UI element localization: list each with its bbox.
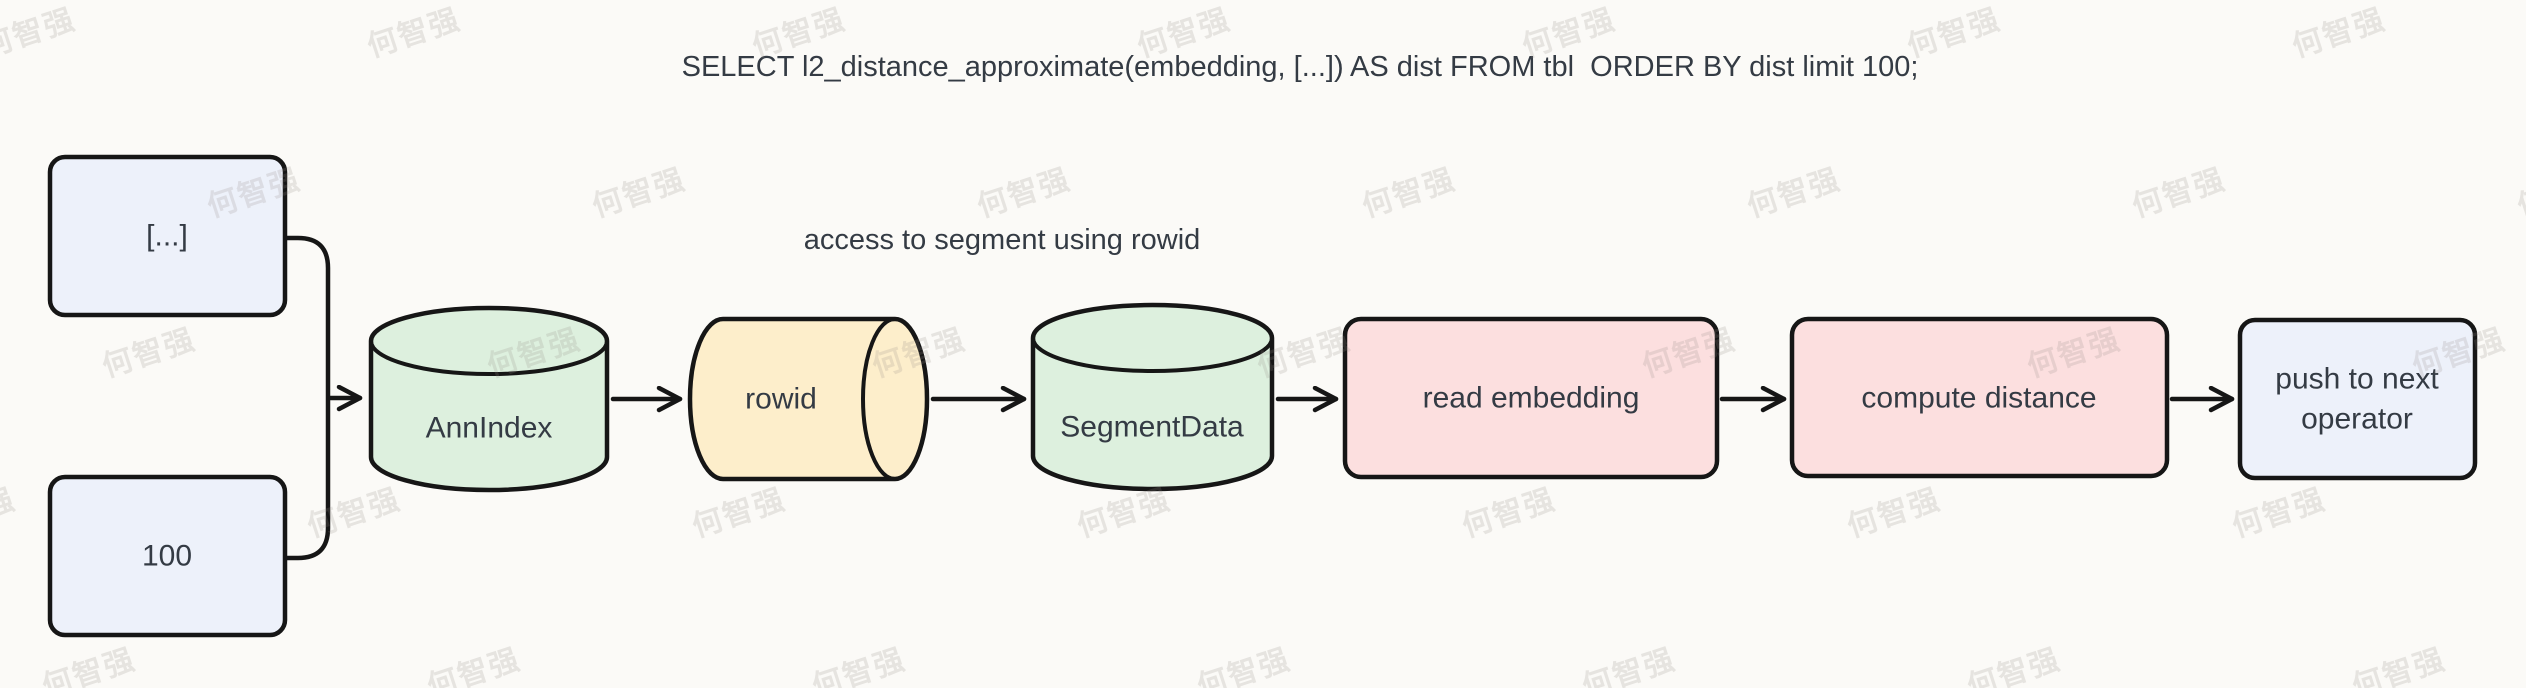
node-push-next-operator-label-line1: push to next — [2275, 363, 2439, 396]
node-query-vector-label: [...] — [146, 220, 188, 253]
node-read-embedding — [1342, 316, 1720, 480]
node-query-vector — [47, 154, 288, 318]
cylinder-rim — [861, 317, 896, 481]
node-rowid: rowid — [687, 316, 930, 482]
node-read-embedding-label: read embedding — [1423, 382, 1640, 415]
node-rowid-label: rowid — [745, 383, 817, 416]
node-ann-index-label: AnnIndex — [426, 412, 553, 445]
node-compute-distance — [1789, 316, 2170, 479]
node-push-next-operator: push to next operator — [2237, 317, 2478, 481]
edge-inputs-merge-bracket — [282, 235, 331, 561]
node-segment-data-label: SegmentData — [1060, 411, 1244, 444]
node-limit-100 — [47, 474, 288, 638]
node-compute-distance-label: compute distance — [1861, 382, 2096, 415]
node-push-next-operator-label-line2: operator — [2301, 403, 2413, 436]
node-ann-index: AnnIndex — [368, 305, 610, 493]
node-segment-data: SegmentData — [1030, 302, 1275, 492]
node-limit-100-label: 100 — [142, 540, 192, 573]
annotation-access-segment: access to segment using rowid — [804, 224, 1201, 256]
cylinder-rim — [1031, 337, 1274, 373]
sql-query-title: SELECT l2_distance_approximate(embedding… — [682, 51, 1919, 83]
cylinder-rim — [369, 340, 609, 376]
